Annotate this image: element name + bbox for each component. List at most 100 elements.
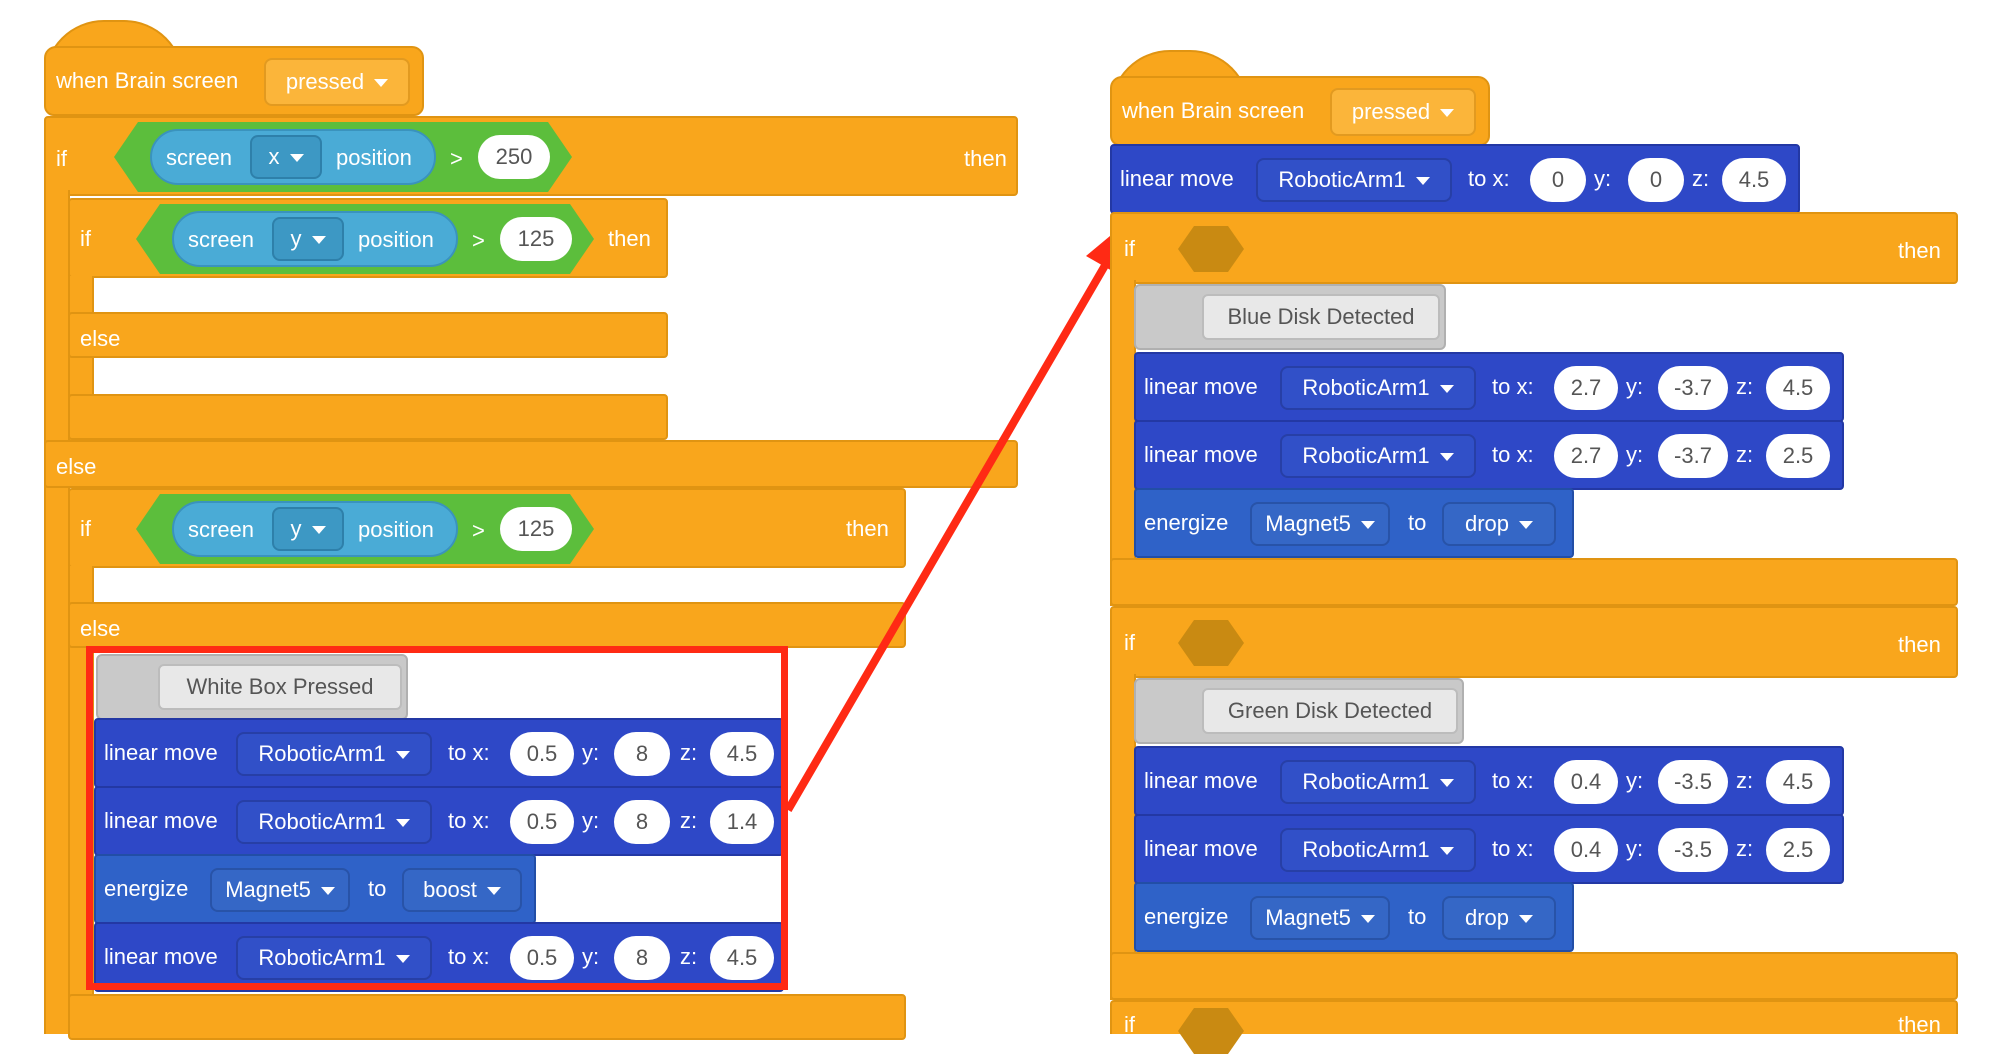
arm-dropdown[interactable]: RoboticArm1	[1280, 366, 1476, 410]
comment-text[interactable]: Green Disk Detected	[1202, 688, 1458, 734]
z-input[interactable]: 4.5	[710, 936, 774, 980]
when-brain-screen-block[interactable]: when Brain screen pressed	[44, 46, 424, 116]
linear-move-label: linear move	[104, 740, 218, 765]
y-input[interactable]: 0	[1628, 158, 1684, 202]
empty-condition-slot[interactable]	[1178, 620, 1244, 666]
to-x-label: to x:	[1492, 442, 1534, 467]
y-label: y:	[1626, 836, 1644, 861]
arm-dropdown[interactable]: RoboticArm1	[236, 936, 432, 980]
if-keyword: if	[1124, 236, 1135, 261]
comment-block[interactable]: Blue Disk Detected	[1134, 284, 1446, 350]
y-input[interactable]: -3.5	[1658, 828, 1728, 872]
magnet-dropdown[interactable]: Magnet5	[1250, 502, 1390, 546]
comment-block[interactable]: Green Disk Detected	[1134, 678, 1464, 744]
arm-dropdown[interactable]: RoboticArm1	[236, 800, 432, 844]
x-input[interactable]: 0.5	[510, 732, 574, 776]
linear-move-label: linear move	[1120, 166, 1234, 191]
if-block-blue[interactable]	[1110, 212, 1958, 284]
mode-dropdown[interactable]: drop	[1442, 502, 1556, 546]
screen-y-position-reporter[interactable]: screen y position	[172, 211, 458, 267]
linear-move-block[interactable]: linear move RoboticArm1 to x: 0 y: 0 z: …	[1110, 144, 1800, 214]
linear-move-block[interactable]: linear move RoboticArm1 to x: 0.5 y: 8 z…	[94, 718, 784, 788]
empty-condition-slot[interactable]	[1178, 226, 1244, 272]
highlight-box	[86, 646, 788, 990]
arm-dropdown[interactable]: RoboticArm1	[1280, 434, 1476, 478]
hat-label: when Brain screen	[1122, 98, 1305, 123]
then-keyword: then	[1898, 1012, 1941, 1037]
value-125-input[interactable]: 125	[500, 507, 572, 551]
axis-y-dropdown[interactable]: y	[272, 507, 344, 551]
x-input[interactable]: 0.5	[510, 800, 574, 844]
pressed-dropdown[interactable]: pressed	[264, 58, 410, 106]
y-input[interactable]: 8	[614, 732, 670, 776]
pressed-dropdown[interactable]: pressed	[1330, 88, 1476, 136]
x-input[interactable]: 0.4	[1554, 760, 1618, 804]
x-input[interactable]: 0.4	[1554, 828, 1618, 872]
y-label: y:	[582, 740, 600, 765]
screen-y-position-reporter[interactable]: screen y position	[172, 501, 458, 557]
y-input[interactable]: 8	[614, 800, 670, 844]
if-block-green[interactable]	[1110, 606, 1958, 678]
linear-move-block[interactable]: linear move RoboticArm1 to x: 0.5 y: 8 z…	[94, 922, 784, 992]
energize-magnet-block[interactable]: energize Magnet5 to drop	[1134, 882, 1574, 952]
arm-dropdown[interactable]: RoboticArm1	[1280, 760, 1476, 804]
y-input[interactable]: 8	[614, 936, 670, 980]
to-label: to	[368, 876, 387, 901]
arm-dropdown[interactable]: RoboticArm1	[1256, 158, 1452, 202]
magnet-dropdown[interactable]: Magnet5	[210, 868, 350, 912]
comment-text[interactable]: White Box Pressed	[158, 664, 402, 710]
x-input[interactable]: 0	[1530, 158, 1586, 202]
mode-dropdown[interactable]: boost	[402, 868, 522, 912]
z-input[interactable]: 4.5	[1766, 366, 1830, 410]
then-keyword: then	[1898, 632, 1941, 657]
value-250-input[interactable]: 250	[478, 135, 550, 179]
energize-label: energize	[1144, 904, 1229, 929]
x-input[interactable]: 2.7	[1554, 434, 1618, 478]
linear-move-block[interactable]: linear move RoboticArm1 to x: 2.7 y: -3.…	[1134, 420, 1844, 490]
to-x-label: to x:	[1468, 166, 1510, 191]
axis-x-dropdown[interactable]: x	[250, 135, 322, 179]
z-input[interactable]: 4.5	[1766, 760, 1830, 804]
z-label: z:	[1736, 442, 1754, 467]
arm-dropdown[interactable]: RoboticArm1	[1280, 828, 1476, 872]
hat-label: when Brain screen	[56, 68, 239, 93]
linear-move-label: linear move	[1144, 442, 1258, 467]
x-input[interactable]: 2.7	[1554, 366, 1618, 410]
comment-block[interactable]: White Box Pressed	[96, 654, 408, 720]
z-input[interactable]: 2.5	[1766, 828, 1830, 872]
axis-y-dropdown[interactable]: y	[272, 217, 344, 261]
z-label: z:	[1736, 374, 1754, 399]
energize-magnet-block[interactable]: energize Magnet5 to drop	[1134, 488, 1574, 558]
linear-move-block[interactable]: linear move RoboticArm1 to x: 0.4 y: -3.…	[1134, 814, 1844, 884]
else-keyword: else	[56, 454, 97, 479]
ifB-bottom-arm	[1110, 952, 1958, 1000]
linear-move-label: linear move	[1144, 768, 1258, 793]
y-label: y:	[1626, 374, 1644, 399]
when-brain-screen-block[interactable]: when Brain screen pressed	[1110, 76, 1490, 146]
screen-x-position-reporter[interactable]: screen x position	[150, 129, 436, 185]
x-input[interactable]: 0.5	[510, 936, 574, 980]
linear-move-block[interactable]: linear move RoboticArm1 to x: 2.7 y: -3.…	[1134, 352, 1844, 422]
magnet-dropdown[interactable]: Magnet5	[1250, 896, 1390, 940]
to-label: to	[1408, 904, 1427, 929]
if-block-third[interactable]	[1110, 1000, 1958, 1034]
if-keyword: if	[80, 516, 91, 541]
linear-move-block[interactable]: linear move RoboticArm1 to x: 0.4 y: -3.…	[1134, 746, 1844, 816]
z-input[interactable]: 2.5	[1766, 434, 1830, 478]
z-label: z:	[1736, 768, 1754, 793]
z-input[interactable]: 4.5	[1722, 158, 1786, 202]
arm-dropdown[interactable]: RoboticArm1	[236, 732, 432, 776]
y-input[interactable]: -3.5	[1658, 760, 1728, 804]
comment-text[interactable]: Blue Disk Detected	[1202, 294, 1440, 340]
z-input[interactable]: 1.4	[710, 800, 774, 844]
then-keyword: then	[1898, 238, 1941, 263]
else-bar: else	[68, 312, 668, 358]
y-input[interactable]: -3.7	[1658, 434, 1728, 478]
z-input[interactable]: 4.5	[710, 732, 774, 776]
y-label: y:	[1594, 166, 1612, 191]
mode-dropdown[interactable]: drop	[1442, 896, 1556, 940]
to-x-label: to x:	[1492, 374, 1534, 399]
y-input[interactable]: -3.7	[1658, 366, 1728, 410]
value-125-input[interactable]: 125	[500, 217, 572, 261]
linear-move-label: linear move	[1144, 374, 1258, 399]
